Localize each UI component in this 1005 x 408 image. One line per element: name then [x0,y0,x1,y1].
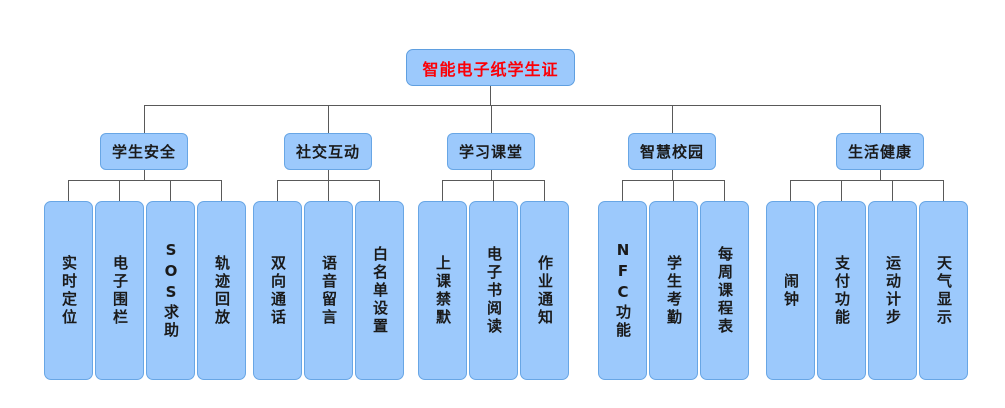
leaf-node-label: 学生考勤 [665,254,683,327]
connector-leaf-0-2 [170,180,171,201]
connector-leaf-1-0 [277,180,278,201]
connector-leaf-2-2 [544,180,545,201]
root-node[interactable]: 智能电子纸学生证 [406,49,575,86]
connector-leaf-3-0 [622,180,623,201]
connector-stem-branch-4 [880,170,881,181]
branch-node-smart-campus[interactable]: 智慧校园 [628,133,716,170]
leaf-node-label: 语音留言 [320,254,338,327]
branch-node-label: 学习课堂 [458,143,523,161]
leaf-node-weather-display[interactable]: 天气显示 [919,201,968,380]
leaf-node-homework-notice[interactable]: 作业通知 [520,201,569,380]
connector-drop-branch-1 [328,105,329,133]
leaf-node-track-playback[interactable]: 轨迹回放 [197,201,246,380]
connector-stem-branch-2 [491,170,492,181]
leaf-node-student-attendance[interactable]: 学生考勤 [649,201,698,380]
branch-node-learning-classroom[interactable]: 学习课堂 [447,133,535,170]
connector-leaf-1-2 [379,180,380,201]
connector-stem-branch-1 [328,170,329,181]
leaf-node-sos-help[interactable]: SOS求助 [146,201,195,380]
connector-stem-branch-3 [672,170,673,181]
leaf-node-geofence[interactable]: 电子围栏 [95,201,144,380]
leaf-node-voice-message[interactable]: 语音留言 [304,201,353,380]
leaf-node-label: NFC功能 [614,241,632,340]
connector-level2-spine [144,105,881,106]
connector-drop-branch-0 [144,105,145,133]
leaf-node-label: 轨迹回放 [213,254,231,327]
leaf-node-nfc-function[interactable]: NFC功能 [598,201,647,380]
connector-leaf-2-1 [493,180,494,201]
connector-leaf-3-2 [724,180,725,201]
leaf-node-weekly-timetable[interactable]: 每周课程表 [700,201,749,380]
branch-node-label: 智慧校园 [639,143,704,161]
connector-spine-branch-4 [790,180,944,181]
leaf-node-label: 白名单设置 [371,245,389,336]
connector-leaf-4-2 [892,180,893,201]
connector-leaf-0-3 [221,180,222,201]
branch-node-social-interaction[interactable]: 社交互动 [284,133,372,170]
connector-leaf-4-3 [943,180,944,201]
leaf-node-label: 闹钟 [782,272,800,309]
leaf-node-label: 电子围栏 [111,254,129,327]
leaf-node-class-silent-mode[interactable]: 上课禁默 [418,201,467,380]
connector-root-stem [490,86,491,105]
connector-leaf-0-1 [119,180,120,201]
leaf-node-step-counter[interactable]: 运动计步 [868,201,917,380]
leaf-node-label: 天气显示 [935,254,953,327]
connector-drop-branch-3 [672,105,673,133]
leaf-node-label: 运动计步 [884,254,902,327]
leaf-node-label: SOS求助 [162,241,180,340]
leaf-node-whitelist-setting[interactable]: 白名单设置 [355,201,404,380]
connector-drop-branch-4 [880,105,881,133]
branch-node-student-safety[interactable]: 学生安全 [100,133,188,170]
leaf-node-label: 实时定位 [60,254,78,327]
connector-stem-branch-0 [144,170,145,181]
connector-leaf-2-0 [442,180,443,201]
root-node-label: 智能电子纸学生证 [422,59,559,79]
leaf-node-label: 电子书阅读 [485,245,503,336]
branch-node-life-health[interactable]: 生活健康 [836,133,924,170]
leaf-node-label: 作业通知 [536,254,554,327]
branch-node-label: 社交互动 [295,143,360,161]
connector-leaf-1-1 [328,180,329,201]
leaf-node-realtime-location[interactable]: 实时定位 [44,201,93,380]
leaf-node-payment-function[interactable]: 支付功能 [817,201,866,380]
connector-drop-branch-2 [491,105,492,133]
leaf-node-two-way-call[interactable]: 双向通话 [253,201,302,380]
branch-node-label: 学生安全 [111,143,176,161]
connector-leaf-3-1 [673,180,674,201]
leaf-node-label: 支付功能 [833,254,851,327]
leaf-node-label: 上课禁默 [434,254,452,327]
leaf-node-label: 每周课程表 [716,245,734,336]
connector-leaf-0-0 [68,180,69,201]
leaf-node-ebook-reading[interactable]: 电子书阅读 [469,201,518,380]
connector-leaf-4-0 [790,180,791,201]
branch-node-label: 生活健康 [847,143,912,161]
connector-spine-branch-0 [68,180,221,181]
connector-leaf-4-1 [841,180,842,201]
leaf-node-alarm-clock[interactable]: 闹钟 [766,201,815,380]
leaf-node-label: 双向通话 [269,254,287,327]
